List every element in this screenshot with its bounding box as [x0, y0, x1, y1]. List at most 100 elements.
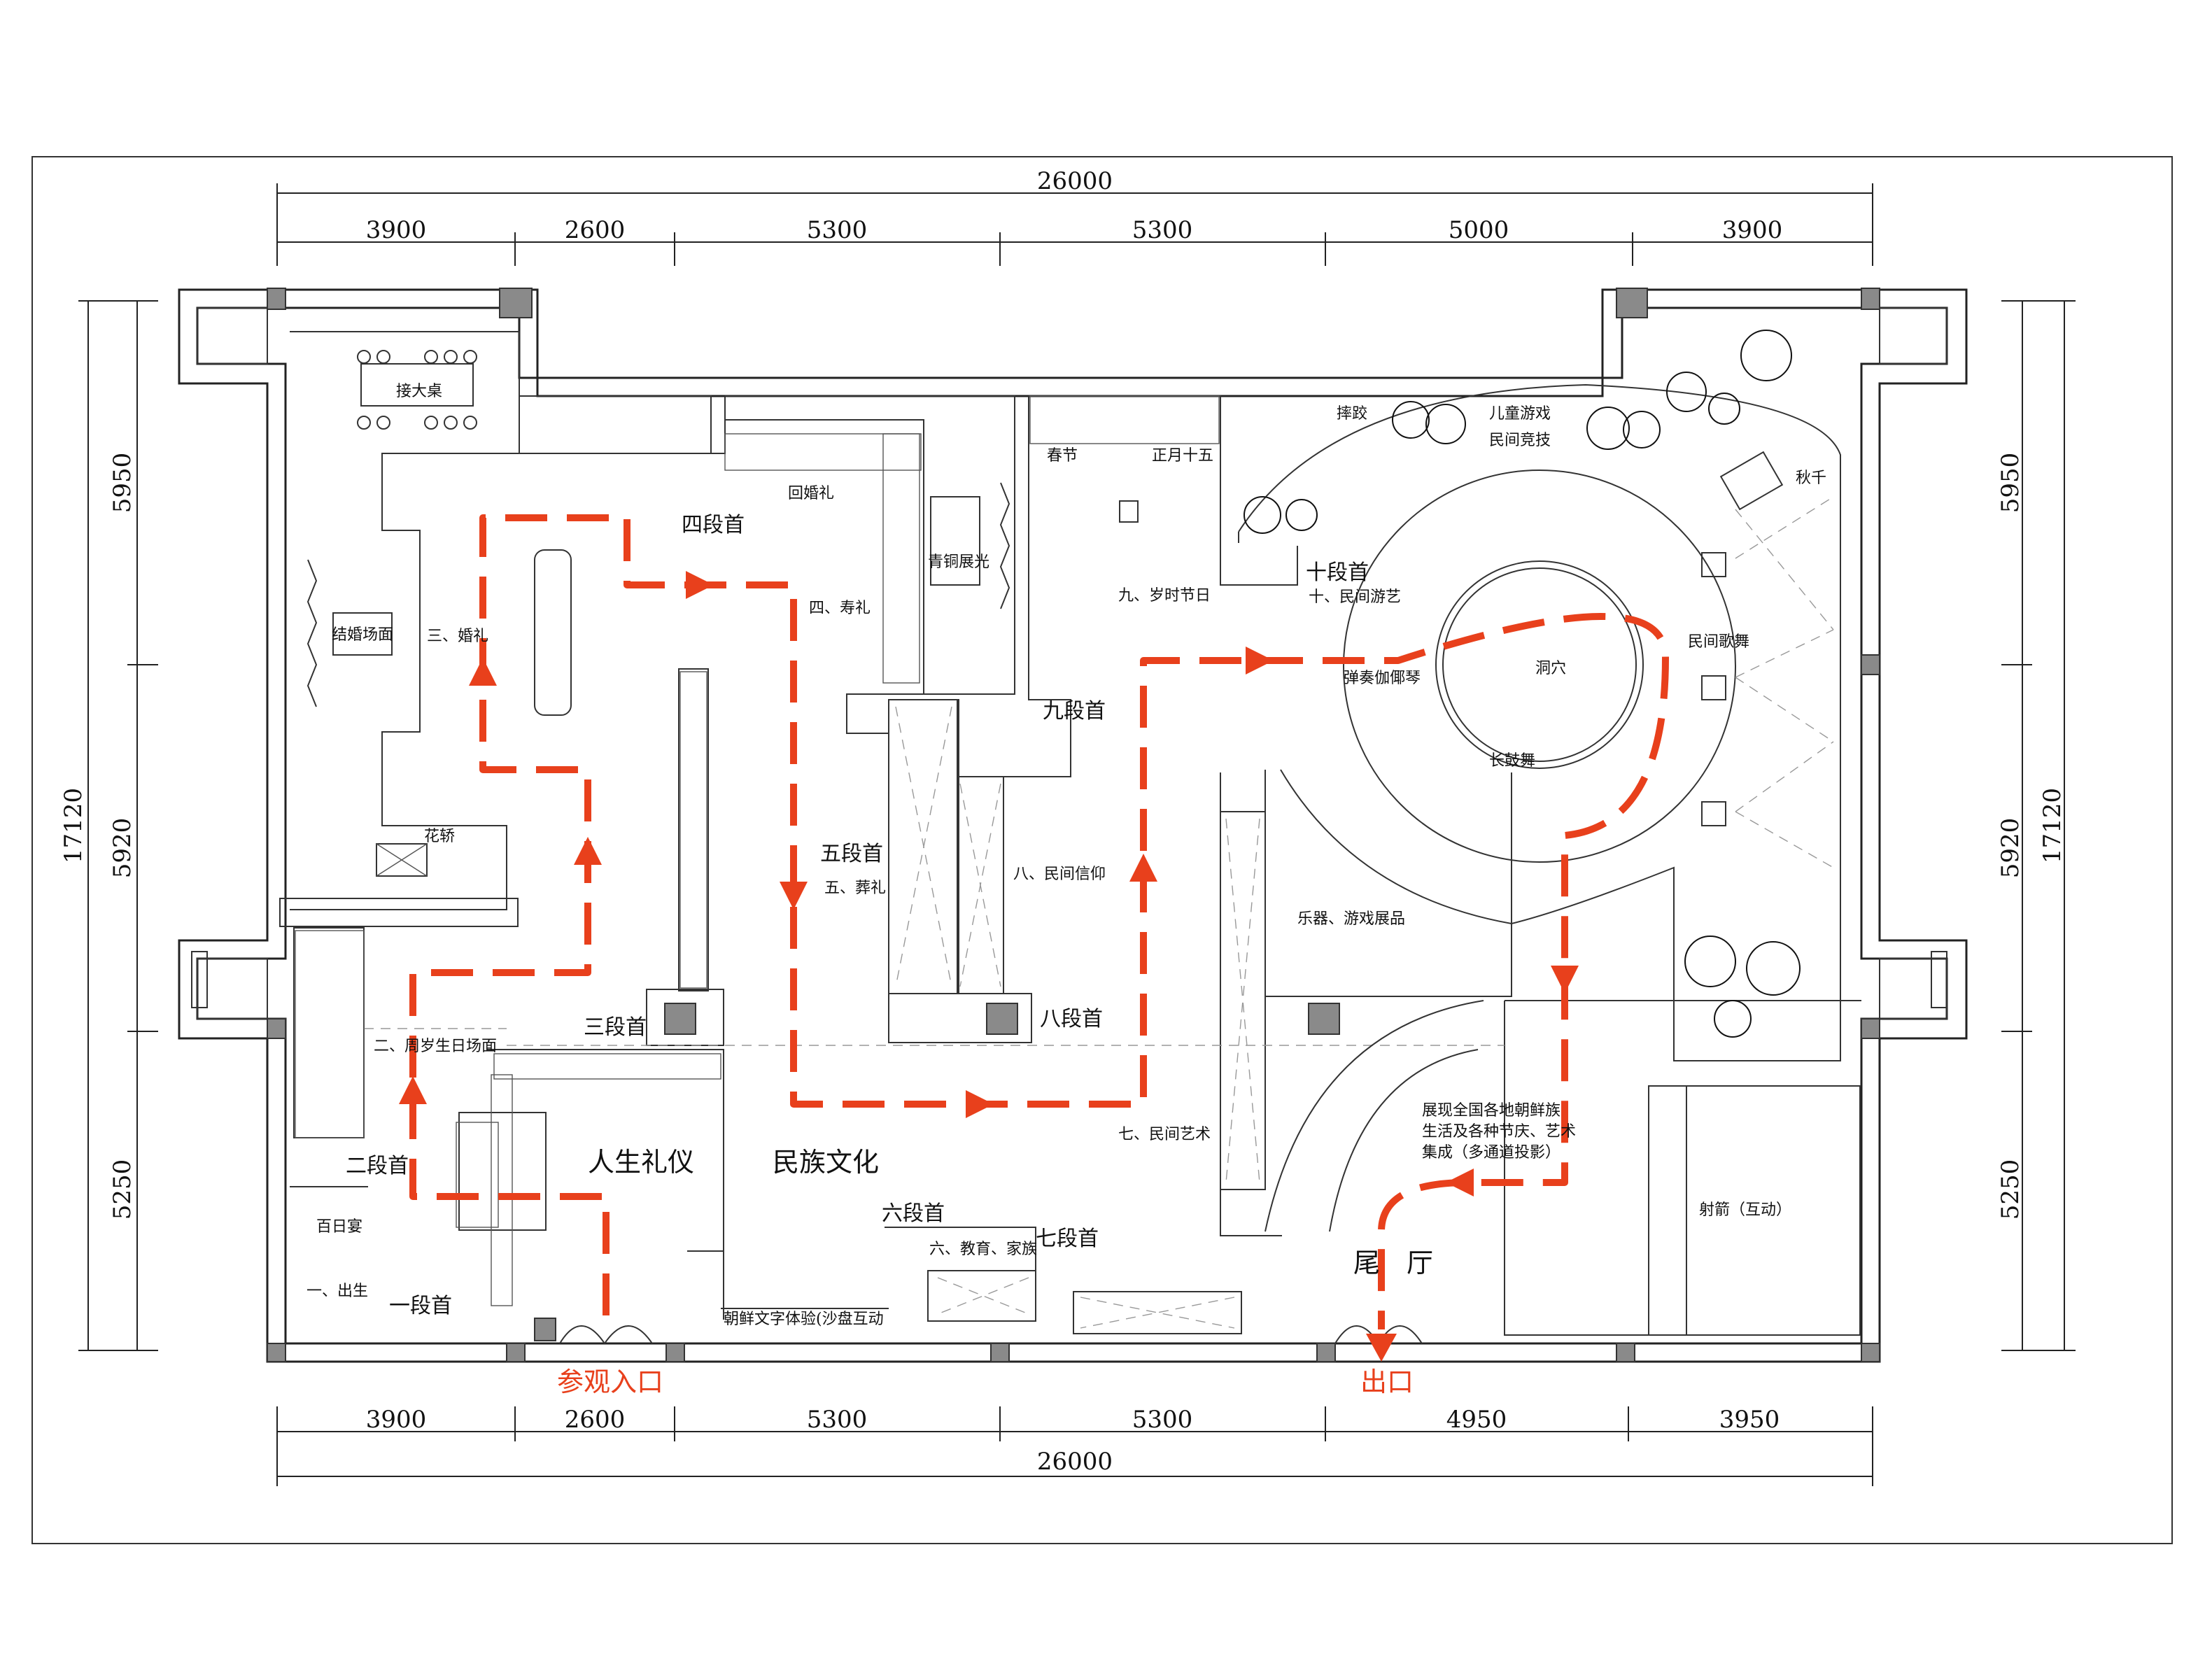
top-dim-1: 3900 — [366, 216, 427, 244]
tree-icon — [1285, 499, 1318, 531]
exhibit-folk-song-dance: 民间歌舞 — [1688, 633, 1749, 651]
exhibit-first-birthday: 二、周岁生日场面 — [374, 1038, 497, 1055]
route-arrow-up-icon — [1129, 854, 1157, 882]
zone-labels: 人生礼仪 民族文化 尾 厅 参观入口 出口 — [557, 1147, 1433, 1397]
bottom-dim-4: 5300 — [1132, 1406, 1193, 1434]
exhibit-education-family: 六、教育、家族 — [929, 1241, 1037, 1258]
long-table-icon — [534, 549, 572, 716]
exhibit-seasonal-festivals: 九、岁时节日 — [1118, 587, 1211, 605]
exhibit-folk-belief: 八、民间信仰 — [1013, 866, 1106, 883]
exhibit-dome: 洞穴 — [1535, 660, 1566, 677]
exhibit-lantern-festival: 正月十五 — [1152, 447, 1213, 465]
folding-screen-icon — [307, 559, 318, 707]
exhibit-bronze-display: 青铜展光 — [928, 553, 989, 571]
trees — [1244, 330, 1801, 1038]
section-head-1: 一段首 — [389, 1294, 452, 1318]
exit-label: 出口 — [1360, 1367, 1414, 1397]
exhibit-big-table: 接大桌 — [396, 383, 442, 400]
left-dim-3: 5250 — [108, 1159, 136, 1220]
left-dim-2: 5920 — [108, 818, 136, 879]
exhibit-projection-line-1: 展现全国各地朝鲜族 — [1422, 1102, 1561, 1120]
bronze-display-case-icon — [930, 496, 980, 586]
right-dim-3: 5250 — [1996, 1159, 2024, 1220]
hatched-elements — [295, 395, 1220, 1306]
exhibit-wrestling: 摔跤 — [1337, 405, 1367, 423]
right-dim-2: 5920 — [1996, 818, 2024, 879]
exhibit-wedding: 三、婚礼 — [427, 628, 488, 645]
exhibit-longevity: 四、寿礼 — [809, 600, 871, 617]
top-dim-4: 5300 — [1132, 216, 1193, 244]
exhibit-folk-sports: 民间竞技 — [1489, 432, 1551, 449]
zone-end-hall: 尾 厅 — [1353, 1248, 1433, 1278]
drawing-frame — [31, 156, 2173, 1544]
top-dimensions: 26000 3900 2600 5300 5300 5000 3900 — [276, 167, 1873, 266]
right-total-dim: 17120 — [2038, 788, 2066, 863]
exhibit-projection-line-2: 生活及各种节庆、艺术 — [1422, 1123, 1576, 1141]
tree-icon — [1746, 941, 1801, 996]
exhibit-folk-art: 七、民间艺术 — [1118, 1126, 1211, 1143]
exhibit-swing: 秋千 — [1796, 470, 1826, 487]
exhibit-labels: 一、出生 百日宴 二、周岁生日场面 三、婚礼 结婚场面 花轿 接大桌 四、寿礼 … — [307, 383, 1826, 1328]
section-head-9: 九段首 — [1043, 699, 1106, 723]
exhibit-hundred-day: 百日宴 — [316, 1218, 362, 1236]
visit-route — [399, 514, 1669, 1362]
section-head-6: 六段首 — [882, 1201, 945, 1226]
section-head-4: 四段首 — [682, 513, 745, 537]
route-arrow-down-icon — [1366, 1334, 1397, 1362]
left-dim-1: 5950 — [108, 453, 136, 514]
tree-icon — [1623, 411, 1661, 449]
bottom-dim-5: 4950 — [1446, 1406, 1507, 1434]
section-head-5: 五段首 — [820, 842, 883, 866]
bottom-dimensions: 3900 2600 5300 5300 4950 3950 26000 — [276, 1406, 1873, 1486]
banquet-table-icon — [360, 363, 474, 407]
tree-icon — [1666, 372, 1707, 412]
tree-icon — [1708, 393, 1740, 425]
swing-icon — [1719, 451, 1784, 511]
bottom-total-dim: 26000 — [1037, 1448, 1113, 1476]
right-dim-1: 5950 — [1996, 453, 2024, 514]
section-head-10: 十段首 — [1306, 560, 1369, 585]
right-dimensions: 17120 5950 5920 5250 — [1996, 300, 2076, 1351]
route-arrow-left-icon — [1446, 1169, 1474, 1197]
route-arrow-right-icon — [686, 571, 714, 599]
furniture-icons — [307, 350, 1784, 877]
exhibit-spring-festival: 春节 — [1047, 447, 1078, 465]
building-walls — [178, 288, 1968, 1363]
route-arrow-down-icon — [780, 882, 808, 910]
chair-row-icon — [357, 350, 477, 430]
interior-walls — [279, 331, 1861, 1336]
exhibit-projection-line-3: 集成（多通道投影） — [1422, 1144, 1561, 1162]
left-dimensions: 17120 5950 5920 5250 — [59, 300, 158, 1351]
bottom-dim-6: 3950 — [1719, 1406, 1780, 1434]
exhibit-funeral: 五、葬礼 — [824, 880, 886, 897]
top-total-dim: 26000 — [1037, 167, 1113, 195]
zone-life-rites: 人生礼仪 — [588, 1147, 694, 1178]
tree-icon — [1714, 1000, 1752, 1038]
exhibit-bridal-sedan: 花轿 — [424, 828, 455, 845]
exhibit-archery: 射箭（互动） — [1699, 1201, 1791, 1219]
section-head-8: 八段首 — [1040, 1007, 1103, 1031]
top-dim-3: 5300 — [807, 216, 868, 244]
folk-games-hall — [1119, 383, 1841, 1232]
tree-icon — [1244, 496, 1281, 534]
tree-icon — [1684, 936, 1736, 987]
section-head-labels: 一段首 二段首 三段首 四段首 五段首 六段首 七段首 八段首 九段首 十段首 — [346, 513, 1369, 1318]
exhibit-folk-games: 十、民间游艺 — [1309, 588, 1401, 606]
bottom-dim-3: 5300 — [807, 1406, 868, 1434]
route-arrow-up-icon — [399, 1076, 427, 1104]
bottom-dim-2: 2600 — [565, 1406, 626, 1434]
route-arrow-up-icon — [469, 658, 497, 686]
tree-icon — [1392, 401, 1430, 439]
section-head-3: 三段首 — [584, 1015, 647, 1040]
sedan-chair-icon — [376, 843, 428, 877]
folding-screen-right-icon — [999, 482, 1010, 609]
left-total-dim: 17120 — [59, 788, 87, 863]
exhibit-instruments-games: 乐器、游戏展品 — [1297, 910, 1405, 928]
tree-icon — [1740, 330, 1792, 381]
exhibit-children-games: 儿童游戏 — [1489, 405, 1551, 423]
route-arrow-right-icon — [966, 1090, 994, 1118]
zone-ethnic-culture: 民族文化 — [773, 1147, 879, 1178]
section-head-2: 二段首 — [346, 1154, 409, 1178]
structural-columns — [267, 288, 1880, 1362]
